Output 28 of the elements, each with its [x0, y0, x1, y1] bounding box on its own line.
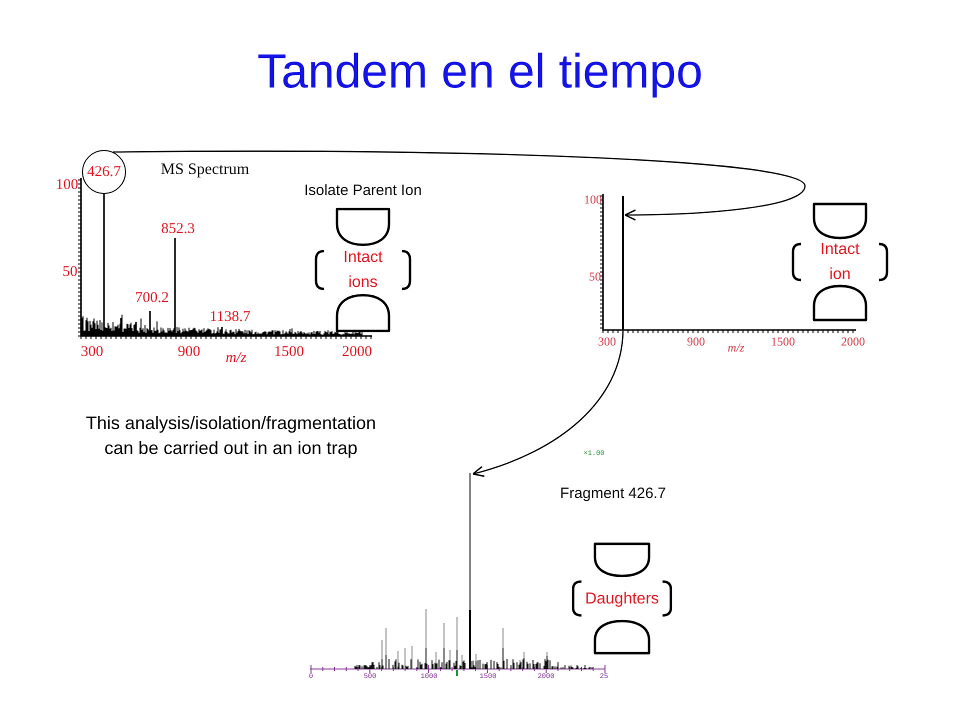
axis-tick-label: 100: [56, 176, 78, 194]
peak-label: 700.2: [135, 290, 169, 306]
step-label: Fragment 426.7: [560, 485, 666, 503]
axis-tick-label: 50: [62, 264, 78, 280]
chart-title: MS Spectrum: [160, 161, 250, 179]
circled-peak-label: 426.7: [82, 150, 126, 194]
slide-title: Tandem en el tiempo: [257, 44, 703, 100]
axis-tick-label: 900: [687, 335, 705, 349]
curved-arrow: [113, 150, 806, 221]
axis-tick-label: 100: [584, 193, 602, 207]
axis-tick-label: 900: [178, 344, 200, 360]
curved-arrow: [472, 330, 624, 477]
axis-title: m/z: [728, 341, 744, 355]
axis-tick-label: 50: [589, 270, 601, 284]
axis-tick-label: 2000: [342, 344, 372, 360]
ion-label: Intact ions: [342, 248, 384, 293]
step-label: Isolate Parent Ion: [304, 182, 422, 200]
peak-label: 852.3: [161, 220, 195, 238]
ion-label: Intact ion: [819, 240, 861, 285]
axis-tick-label: 300: [598, 335, 616, 349]
ion-label: Daughters: [584, 589, 660, 609]
note-text: This analysis/isolation/fragmentation can be carried out in an ion trap: [84, 412, 378, 460]
axis-tick-label: 2000: [841, 335, 865, 349]
peak-label: 1138.7: [210, 308, 250, 326]
axis-title: m/z: [226, 350, 246, 366]
axis-tick-label: 1500: [274, 344, 304, 360]
axis-tick-label: 1500: [771, 335, 795, 349]
axis-tick-label: 300: [80, 344, 104, 360]
